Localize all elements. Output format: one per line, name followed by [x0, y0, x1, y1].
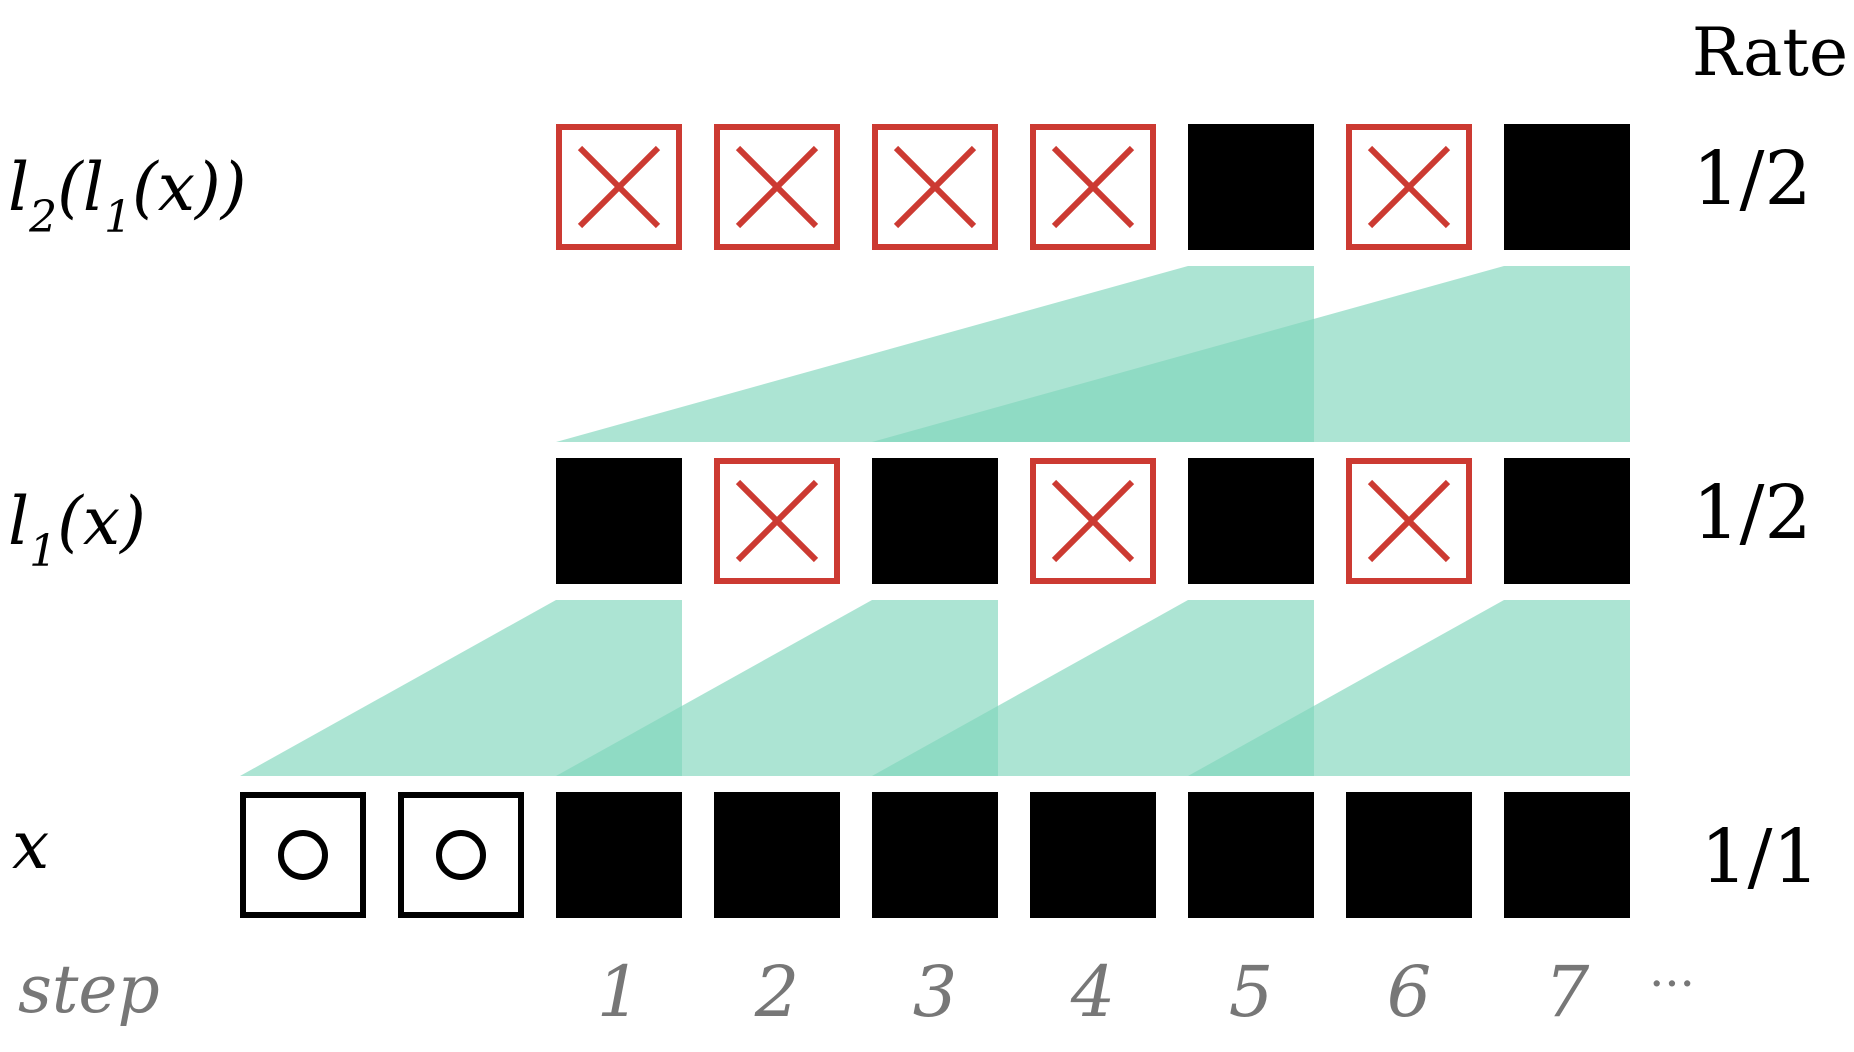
dropped-cell	[714, 124, 840, 250]
label-part: l	[8, 483, 29, 560]
layer-label-l1: l1(x)	[8, 483, 146, 577]
label-part: (x))	[132, 149, 246, 226]
active-cell	[1346, 792, 1472, 918]
rate-value-l2: 1/2	[1692, 136, 1811, 222]
rate-header: Rate	[1692, 14, 1848, 91]
step-number: 3	[913, 951, 958, 1033]
dropped-cell	[1030, 458, 1156, 584]
active-cell	[872, 792, 998, 918]
label-part: (x)	[57, 483, 146, 560]
dropped-cell	[1346, 458, 1472, 584]
circle-icon	[436, 830, 486, 880]
step-number: 6	[1387, 951, 1432, 1033]
cross-icon	[1367, 479, 1451, 563]
receptive-field-x-to-l1	[240, 600, 682, 776]
layer-label-x: x	[12, 807, 49, 884]
cross-icon	[735, 145, 819, 229]
label-subscript: 1	[29, 526, 57, 577]
active-cell	[872, 458, 998, 584]
label-subscript: 1	[104, 192, 132, 243]
cross-icon	[1051, 145, 1135, 229]
active-cell	[1504, 124, 1630, 250]
layer-cells	[240, 124, 1630, 918]
dropped-cell	[1030, 124, 1156, 250]
receptive-field-x-to-l1	[556, 600, 998, 776]
step-number: 1	[597, 951, 642, 1033]
active-cell	[1188, 124, 1314, 250]
cross-icon	[735, 479, 819, 563]
cross-icon	[893, 145, 977, 229]
active-cell	[556, 792, 682, 918]
label-subscript: 2	[28, 192, 57, 243]
receptive-field-x-to-l1	[1188, 600, 1630, 776]
active-cell	[714, 792, 840, 918]
cross-icon	[1367, 145, 1451, 229]
receptive-field-x-to-l1	[872, 600, 1314, 776]
rate-value-l1: 1/2	[1692, 470, 1811, 556]
dropped-cell-frame	[872, 124, 998, 250]
padding-cell	[398, 792, 524, 918]
cross-icon	[577, 145, 661, 229]
dropped-cell	[714, 458, 840, 584]
label-part: l	[83, 149, 104, 226]
step-number: 7	[1545, 951, 1590, 1033]
active-cell	[1504, 458, 1630, 584]
step-number: 4	[1070, 951, 1116, 1033]
label-part: (	[57, 149, 84, 226]
padding-cell	[240, 792, 366, 918]
active-cell	[1188, 792, 1314, 918]
receptive-field-l1-to-l2	[872, 266, 1630, 442]
step-number: 5	[1229, 951, 1274, 1033]
step-axis-label: step	[18, 951, 160, 1028]
step-ellipsis: ···	[1649, 956, 1695, 1012]
dropped-cell	[556, 124, 682, 250]
rate-value-x: 1/1	[1700, 814, 1819, 900]
step-numbers: 1 2 3 4 5 6 7	[597, 951, 1590, 1033]
step-number: 2	[754, 951, 800, 1033]
padding-cell-frame	[240, 792, 366, 918]
cross-icon	[1051, 479, 1135, 563]
label-part: l	[8, 149, 29, 226]
circle-icon	[278, 830, 328, 880]
label-part: x	[12, 807, 49, 884]
layer-label-l2: l2(l1(x))	[8, 149, 246, 243]
active-cell	[1188, 458, 1314, 584]
active-cell	[1030, 792, 1156, 918]
dropped-cell	[1346, 124, 1472, 250]
receptive-fields	[240, 266, 1630, 776]
active-cell	[1504, 792, 1630, 918]
padding-cell-frame	[398, 792, 524, 918]
dropped-cell	[872, 124, 998, 250]
active-cell	[556, 458, 682, 584]
